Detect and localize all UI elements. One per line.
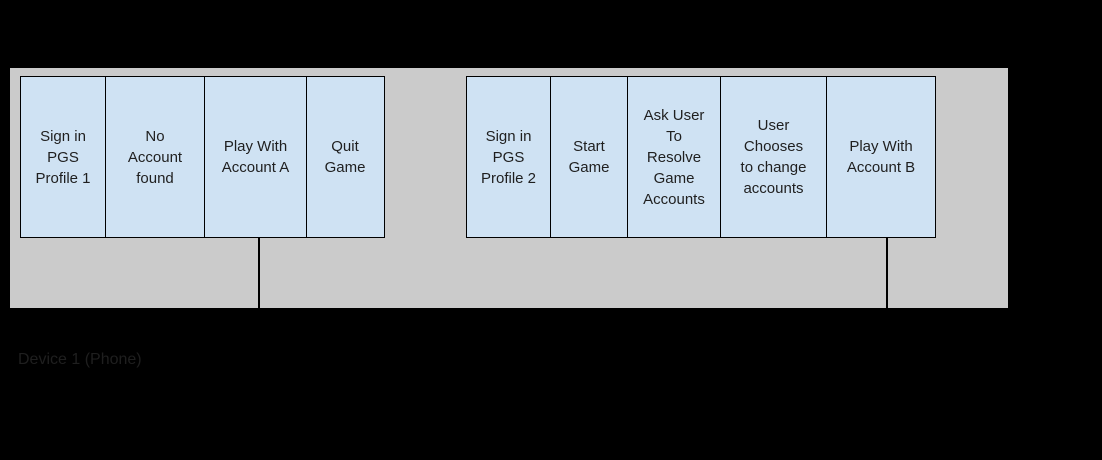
flow-box-no-account-found: No Account found [104, 76, 206, 238]
flow-box-play-with-account-a: Play With Account A [204, 76, 307, 238]
flow-box-play-with-account-b: Play With Account B [826, 76, 936, 238]
diagram-panel: Sign in PGS Profile 1 No Account found P… [10, 68, 1008, 368]
flow-box-start-game: Start Game [549, 76, 629, 238]
lifeline-account-a [258, 238, 260, 308]
flow-box-sign-in-pgs-profile-2: Sign in PGS Profile 2 [466, 76, 551, 238]
lane-label-device-1: Device 1 (Phone) [18, 351, 142, 368]
flow-group-device2: Sign in PGS Profile 2 Start Game Ask Use… [466, 76, 936, 238]
flow-box-ask-user-resolve-accounts: Ask User To Resolve Game Accounts [627, 76, 721, 238]
lifeline-account-b [886, 238, 888, 308]
flow-box-sign-in-pgs-profile-1: Sign in PGS Profile 1 [20, 76, 106, 238]
flow-box-quit-game: Quit Game [305, 76, 385, 238]
flow-box-user-chooses-change-accounts: User Chooses to change accounts [719, 76, 828, 238]
flow-group-device1: Sign in PGS Profile 1 No Account found P… [20, 76, 385, 238]
